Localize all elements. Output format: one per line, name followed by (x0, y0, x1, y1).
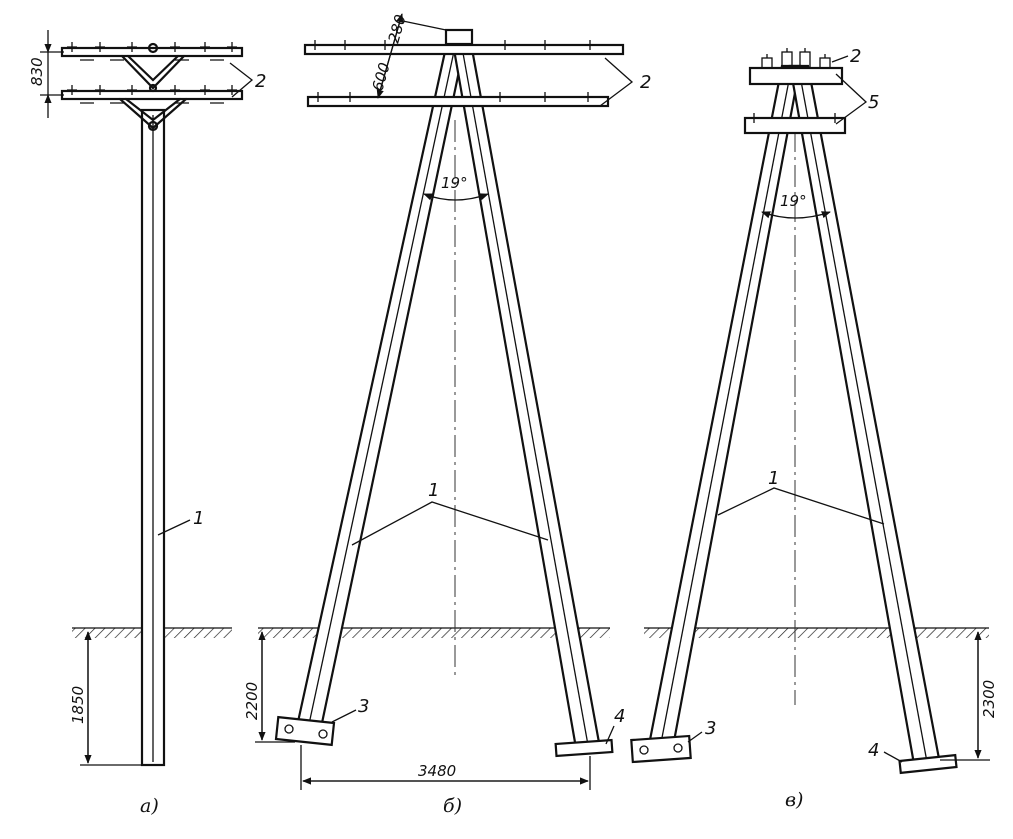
leader-c-2 (831, 55, 849, 63)
dim-830: 830 (28, 30, 64, 118)
bar-bottom (743, 116, 847, 135)
leader-b-1 (351, 501, 549, 546)
crossarm-top (303, 43, 625, 56)
crossarm-bottom (60, 89, 244, 101)
angle-text: 19° (780, 192, 807, 210)
dim-2200-text: 2200 (243, 682, 261, 720)
dim-1850: 1850 (69, 631, 142, 766)
pole-right-inner (460, 41, 589, 746)
leader-b-3 (331, 709, 357, 723)
label-c-3: 3 (705, 718, 716, 739)
ground-hatch (644, 628, 989, 638)
pole-right (788, 64, 942, 766)
leader-b-2 (599, 57, 634, 107)
ground-hatch (258, 628, 610, 638)
label-c-4: 4 (868, 740, 879, 761)
anchor-right (554, 738, 614, 758)
leader-c-3 (687, 731, 703, 743)
caption-b: б) (443, 795, 462, 817)
leader-c-5 (835, 73, 868, 125)
leader-c-4 (883, 751, 903, 763)
angle-text: 19° (441, 174, 468, 192)
leader-c-1 (717, 487, 885, 525)
anchor-left (274, 715, 336, 747)
bar-top (748, 66, 844, 86)
label-a-1: 1 (193, 508, 204, 529)
insulators (749, 48, 840, 123)
leader-a-1 (157, 519, 191, 536)
label-a-2: 2 (255, 71, 266, 92)
dim-1850-text: 1850 (69, 686, 87, 724)
dim-3480-text: 3480 (418, 762, 456, 780)
pole-left-inner (659, 69, 792, 749)
dim-2300: 2300 (940, 631, 998, 761)
pole-left (646, 64, 802, 754)
pole-right-inner (798, 69, 928, 763)
pole-right (450, 36, 602, 750)
anchor-left (630, 734, 692, 764)
angle-arc (761, 211, 831, 219)
view-a: 830 1850 1 2 а) (28, 30, 266, 817)
pole-left-inner (305, 41, 457, 739)
leader-a-2 (229, 62, 254, 98)
top-joint (444, 28, 474, 46)
anchor-right (898, 753, 958, 775)
label-b-2: 2 (640, 72, 651, 93)
angle-arc (423, 193, 489, 201)
label-b-3: 3 (358, 696, 369, 717)
leader-b-4 (605, 725, 615, 745)
label-c-5: 5 (868, 92, 879, 113)
dim-3480: 3480 (300, 745, 591, 790)
caption-c: в) (785, 789, 803, 811)
dim-830-text: 830 (28, 57, 46, 86)
view-c: 19° 2300 1 2 5 3 4 в) (630, 46, 998, 811)
dim-600-text: 600 (369, 61, 394, 93)
crossarm-braces (118, 42, 188, 132)
dim-2300-text: 2300 (980, 680, 998, 718)
dim-280-600: 280 600 (369, 13, 447, 99)
insulator-marks (310, 40, 595, 102)
dim-280-text: 280 (385, 13, 410, 45)
label-b-1: 1 (428, 480, 439, 501)
view-b: 19° 280 600 2200 3480 1 2 3 (243, 13, 651, 817)
crossarm-bottom (306, 95, 610, 108)
caption-a: а) (140, 795, 159, 817)
label-c-2: 2 (850, 46, 861, 67)
dim-2200: 2200 (243, 631, 295, 743)
label-c-1: 1 (768, 468, 779, 489)
insulator-marks (67, 42, 237, 104)
label-b-4: 4 (614, 706, 625, 727)
